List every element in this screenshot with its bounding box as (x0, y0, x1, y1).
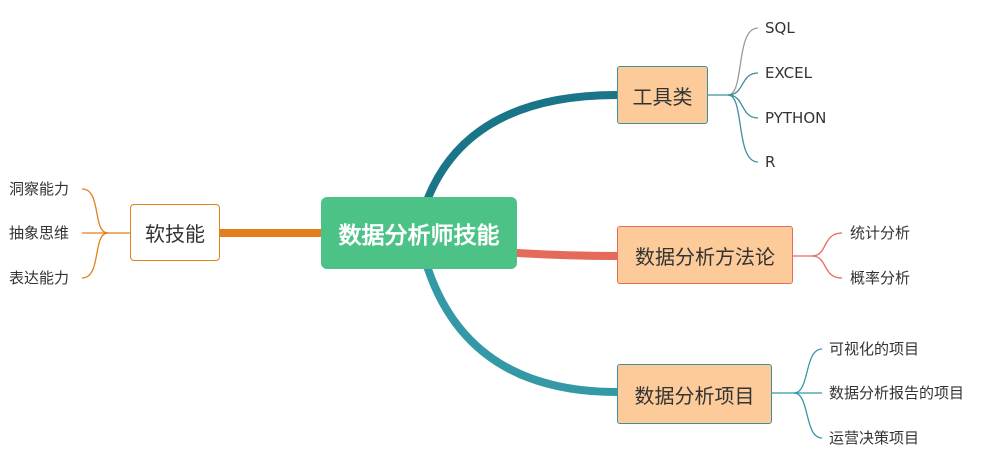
leaf-tools-r[interactable]: R (765, 153, 776, 171)
branch-tools[interactable]: 工具类 (617, 66, 708, 124)
connector-projects (424, 265, 621, 396)
branch-projects-label: 数据分析项目 (634, 383, 755, 408)
branch-soft-skills[interactable]: 软技能 (130, 204, 220, 261)
root-node[interactable]: 数据分析师技能 (321, 197, 517, 269)
leaf-soft-abstract[interactable]: 抽象思维 (9, 224, 70, 242)
branch-soft-label: 软技能 (145, 222, 205, 246)
projects-leaf-lines (772, 348, 823, 439)
leaf-tools-sql[interactable]: SQL (765, 19, 795, 37)
leaf-methods-probability[interactable]: 概率分析 (850, 269, 911, 287)
root-label: 数据分析师技能 (338, 223, 500, 249)
branch-tools-label: 工具类 (632, 84, 693, 109)
branch-projects[interactable]: 数据分析项目 (617, 364, 772, 424)
leaf-soft-expression[interactable]: 表达能力 (9, 269, 70, 287)
connector-tools (424, 91, 621, 202)
leaf-projects-operations[interactable]: 运营决策项目 (829, 429, 920, 447)
soft-leaf-lines (81, 188, 130, 279)
tools-leaf-lines (708, 27, 759, 163)
methods-leaf-lines (793, 232, 843, 279)
leaf-methods-statistics[interactable]: 统计分析 (850, 224, 911, 242)
leaf-tools-excel[interactable]: EXCEL (765, 64, 812, 82)
branch-methods-label: 数据分析方法论 (635, 244, 775, 269)
leaf-soft-insight[interactable]: 洞察能力 (9, 180, 70, 198)
leaf-projects-report[interactable]: 数据分析报告的项目 (829, 384, 965, 402)
leaf-tools-python[interactable]: PYTHON (765, 109, 827, 127)
branch-methods[interactable]: 数据分析方法论 (617, 226, 793, 284)
connector-methods (513, 249, 621, 260)
leaf-projects-visualization[interactable]: 可视化的项目 (829, 340, 920, 358)
